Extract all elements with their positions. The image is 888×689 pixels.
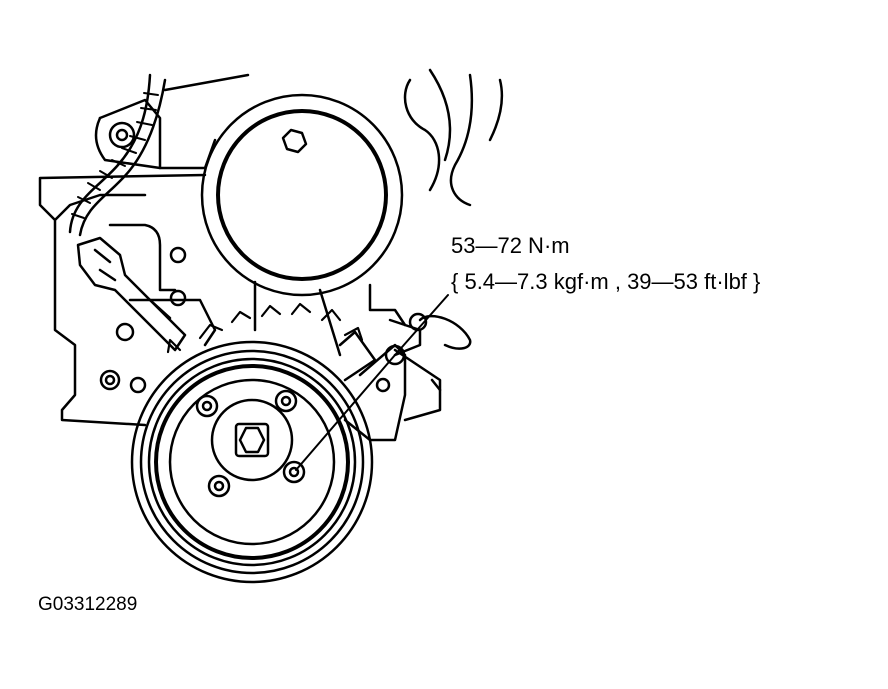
block-mount-hole (108, 121, 136, 149)
upper-pulley-hex-nut (281, 128, 308, 154)
tensioner-bolt (384, 344, 406, 366)
torque-spec-alt-units: { 5.4—7.3 kgf·m , 39—53 ft·lbf } (451, 269, 761, 294)
crank-pulley-groove-1 (139, 349, 365, 575)
wiring-harness (68, 73, 250, 237)
timing-gear-teeth (166, 302, 364, 354)
crank-pulley-hub (168, 378, 336, 546)
housing-bolt-1 (169, 246, 187, 264)
pulley-bolt-2 (274, 389, 298, 413)
figure-code: G03312289 (38, 594, 138, 615)
housing-bolt-5 (129, 376, 147, 394)
crank-pulley-groove-2 (147, 357, 357, 567)
timing-housing (108, 223, 217, 347)
housing-bolt-4 (99, 369, 121, 391)
pulley-bolt-4 (282, 460, 306, 484)
crank-sensor (76, 236, 187, 352)
pulley-bolt-3 (207, 474, 231, 498)
ground-wire (418, 314, 472, 350)
harness-wrap-marks (71, 92, 159, 219)
crank-pulley-boss (210, 398, 294, 482)
cover-contour (403, 68, 504, 207)
crank-pulley-outer (130, 340, 374, 584)
block-upper-edge (94, 116, 162, 170)
engine-block-outline (38, 98, 217, 427)
upper-pulley-outer (200, 93, 404, 297)
torque-spec-nm: 53—72 N·m (451, 233, 570, 258)
callout-leader-line (295, 294, 449, 471)
housing-bolt-2 (169, 289, 187, 307)
pulley-bolt-1 (195, 394, 219, 418)
support-bracket (253, 280, 422, 382)
crank-pulley-rim (154, 364, 350, 560)
upper-pulley-inner (216, 109, 388, 281)
housing-bolt-3 (115, 322, 135, 342)
crank-bolt-hex (234, 422, 270, 458)
